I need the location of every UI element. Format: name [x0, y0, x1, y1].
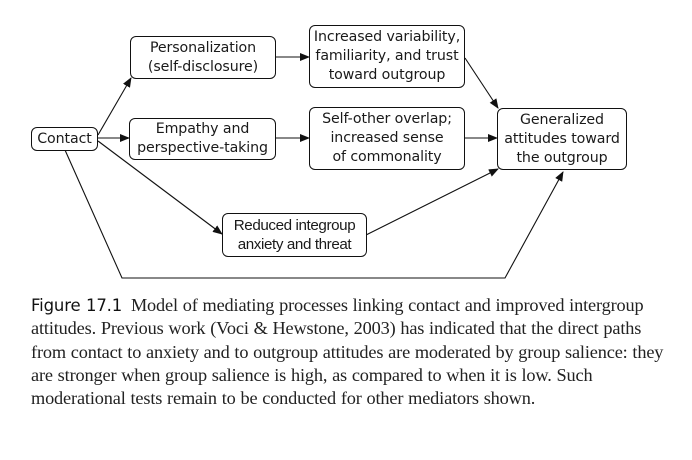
edge-anxiety-attitudes — [365, 168, 499, 236]
mediation-diagram: Contact Personalization (self-disclosure… — [31, 25, 627, 279]
edge-variability-attitudes — [464, 57, 499, 109]
edge-contact-personalization — [97, 77, 132, 136]
node-contact: Contact — [31, 127, 98, 151]
caption-text: Model of mediating processes linking con… — [31, 295, 664, 409]
node-overlap: Self-other overlap; increased sense of c… — [309, 107, 465, 170]
edge-contact-anxiety — [97, 140, 223, 235]
node-personalization: Personalization (self-disclosure) — [130, 36, 276, 79]
node-attitudes: Generalized attitudes toward the outgrou… — [497, 108, 627, 170]
node-empathy: Empathy and perspective-taking — [129, 118, 276, 160]
figure-label: Figure 17.1 — [31, 296, 123, 315]
node-anxiety: Reduced integroup anxiety and threat — [222, 213, 367, 257]
node-variability: Increased variability, familiarity, and … — [309, 25, 465, 88]
diagram-edges — [64, 53, 564, 279]
figure-caption: Figure 17.1 Model of mediating processes… — [31, 294, 671, 410]
edge-contact-attitudes — [64, 149, 564, 279]
